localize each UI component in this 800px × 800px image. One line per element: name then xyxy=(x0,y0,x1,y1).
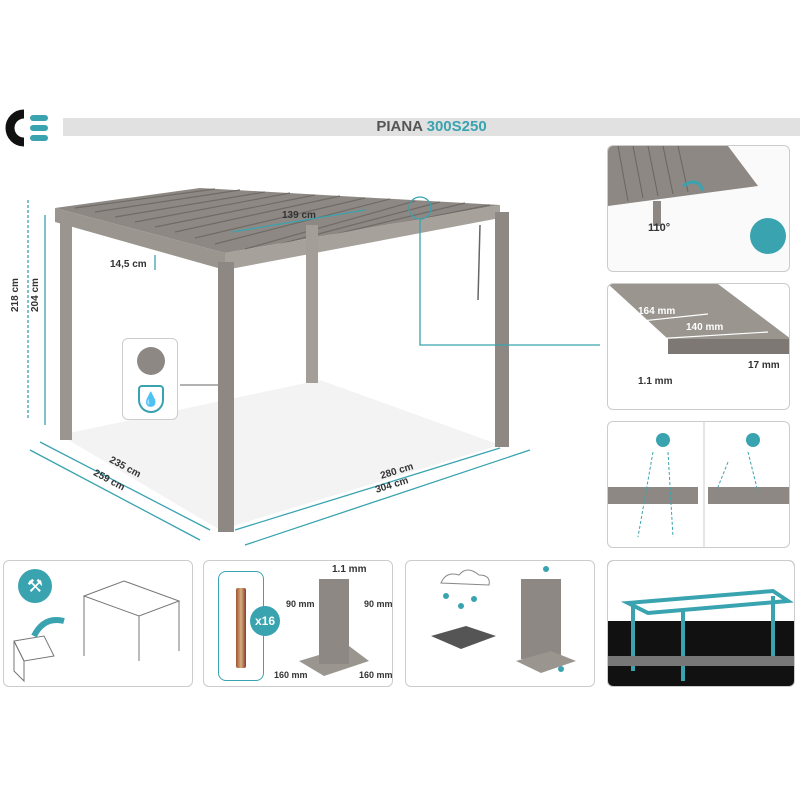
product-title-bar: PIANA 300S250 xyxy=(63,118,800,136)
base-side-a: 160 mm xyxy=(274,670,308,680)
brand-logo xyxy=(0,108,52,148)
slat-profile-panel: 164 mm 140 mm 17 mm 1.1 mm xyxy=(607,283,790,410)
pergola-main-drawing: 139 cm 14,5 cm 218 cm 204 cm 235 cm 259 … xyxy=(0,150,600,550)
lifestyle-photo-panel xyxy=(607,560,795,687)
dim-clear-height: 204 cm xyxy=(30,278,41,312)
post-thickness: 1.1 mm xyxy=(332,564,367,575)
slat-depth: 17 mm xyxy=(748,360,780,371)
waterproof-shield-icon: 💧 xyxy=(138,385,164,413)
color-swatch xyxy=(137,347,165,375)
anchors-post-panel: x16 1.1 mm 90 mm 90 mm 160 mm 160 mm xyxy=(203,560,393,687)
tools-icon: ⚒ xyxy=(18,569,52,603)
anchor-bolt-icon xyxy=(236,588,246,668)
product-model: 300S250 xyxy=(426,118,487,135)
rotation-angle: 110° xyxy=(648,222,671,234)
dim-beam-height: 14,5 cm xyxy=(110,259,147,270)
assembly-panel: ⚒ xyxy=(3,560,193,687)
drainage-panel xyxy=(405,560,595,687)
base-side-b: 160 mm xyxy=(359,670,393,680)
product-name: PIANA xyxy=(376,118,423,135)
slat-width: 164 mm xyxy=(638,306,676,317)
finish-swatch-card: 💧 xyxy=(122,338,178,420)
dim-total-height: 218 cm xyxy=(10,278,21,312)
rotation-detail-panel: 110° xyxy=(607,145,790,272)
sun-rain-panel xyxy=(607,421,790,548)
anchor-count-badge: x16 xyxy=(250,606,280,636)
slat-thickness: 1.1 mm xyxy=(638,376,673,387)
dim-slat-span: 139 cm xyxy=(282,210,316,221)
slat-inner-width: 140 mm xyxy=(686,322,724,333)
post-side-a: 90 mm xyxy=(286,599,315,609)
post-side-b: 90 mm xyxy=(364,599,393,609)
